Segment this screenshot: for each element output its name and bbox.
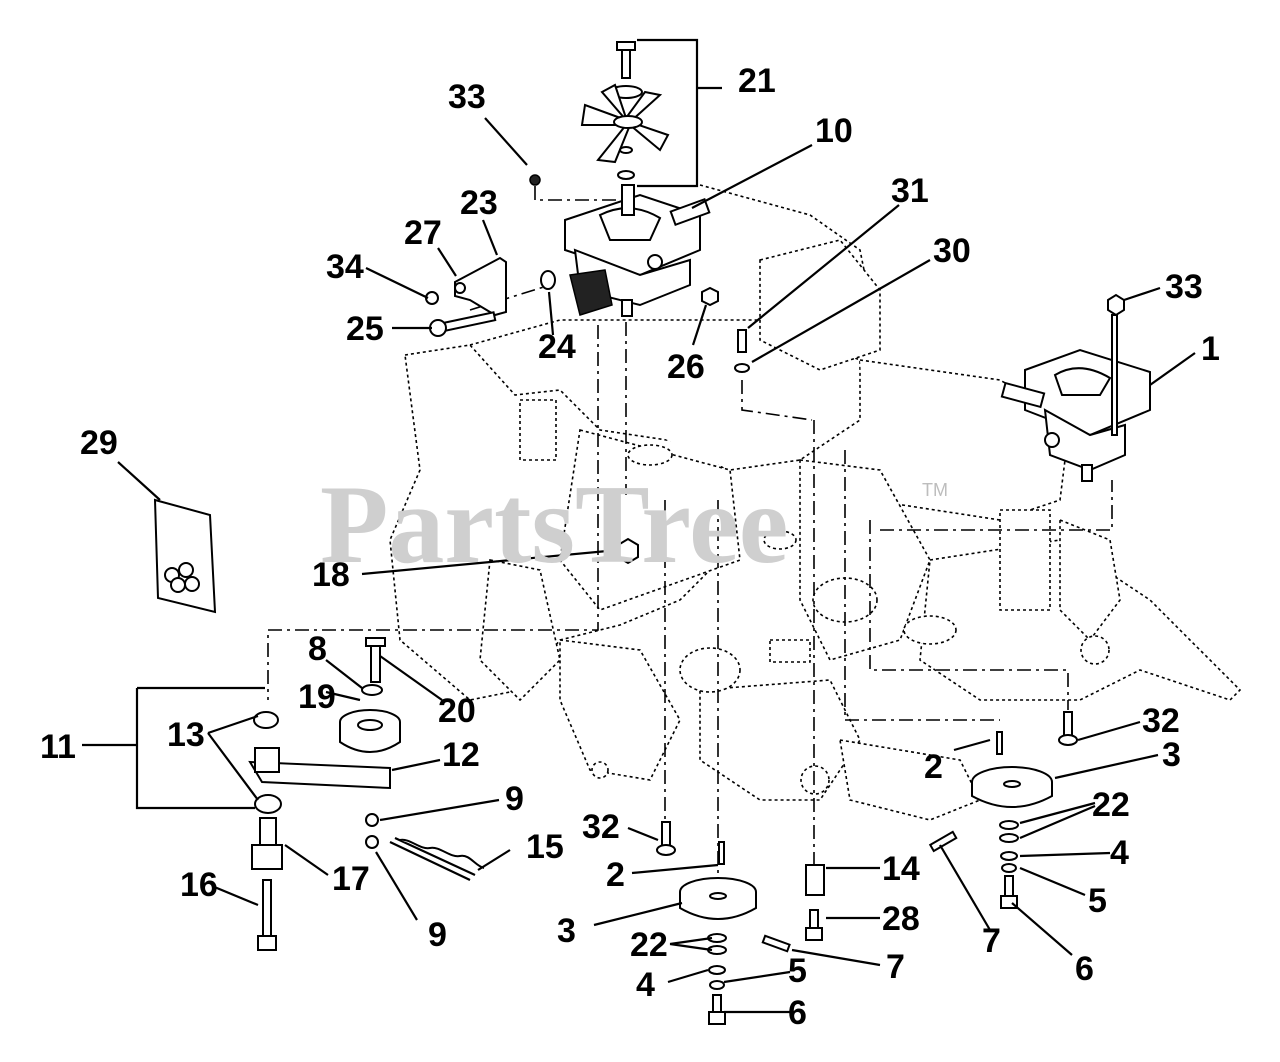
chassis-frame [389,184,1242,821]
linkage-bracket [425,256,719,337]
leader-lines [82,38,1196,1014]
callout-8: 8 [308,630,327,668]
fan-assembly [580,41,670,180]
callout-22: 22 [630,926,668,964]
pulley-left [679,841,791,1025]
callout-9: 9 [428,916,447,954]
callout-2: 2 [606,856,625,894]
spacers-bolts [656,711,1078,941]
callout-5: 5 [1088,882,1107,920]
decal [153,498,217,614]
assembly-centerlines [267,186,1113,880]
callout-24: 24 [538,328,576,366]
callout-25: 25 [346,310,384,348]
transmission-left [564,184,711,317]
callout-7: 7 [982,922,1001,960]
callout-6: 6 [1075,950,1094,988]
callout-33: 33 [1165,268,1203,306]
callout-32: 32 [582,808,620,846]
callout-29: 29 [80,424,118,462]
callout-31: 31 [891,172,929,210]
callout-14: 14 [882,850,920,888]
callout-3: 3 [557,912,576,950]
watermark-text: PartsTree [320,463,789,587]
callout-2: 2 [924,748,943,786]
callout-15: 15 [526,828,564,866]
callout-5: 5 [788,952,807,990]
callout-1: 1 [1201,330,1220,368]
callout-9: 9 [505,780,524,818]
callout-16: 16 [180,866,218,904]
hardware-small [529,174,1125,565]
callout-32: 32 [1142,702,1180,740]
callout-20: 20 [438,692,476,730]
callout-13: 13 [167,716,205,754]
callout-26: 26 [667,348,705,386]
callout-34: 34 [326,248,364,286]
callout-18: 18 [312,556,350,594]
callout-7: 7 [886,948,905,986]
callout-19: 19 [298,678,336,716]
callout-labels: 21 33 10 31 23 27 30 34 33 25 24 1 26 29… [40,62,1220,1032]
watermark-trademark: TM [922,480,948,500]
callout-11: 11 [40,728,76,766]
callout-6: 6 [788,994,807,1032]
idler-assembly [248,637,485,951]
callout-30: 30 [933,232,971,270]
pulley-right [928,731,1053,909]
callout-4: 4 [1110,834,1129,872]
transmission-right [1000,348,1151,482]
callout-23: 23 [460,184,498,222]
callout-22: 22 [1092,786,1130,824]
callout-28: 28 [882,900,920,938]
callout-12: 12 [442,736,480,774]
callout-10: 10 [815,112,853,150]
watermark: PartsTree TM [320,463,948,587]
callout-27: 27 [404,214,442,252]
callout-4: 4 [636,966,655,1004]
callout-21: 21 [738,62,776,100]
callout-17: 17 [332,860,370,898]
callout-3: 3 [1162,736,1181,774]
callout-33: 33 [448,78,486,116]
